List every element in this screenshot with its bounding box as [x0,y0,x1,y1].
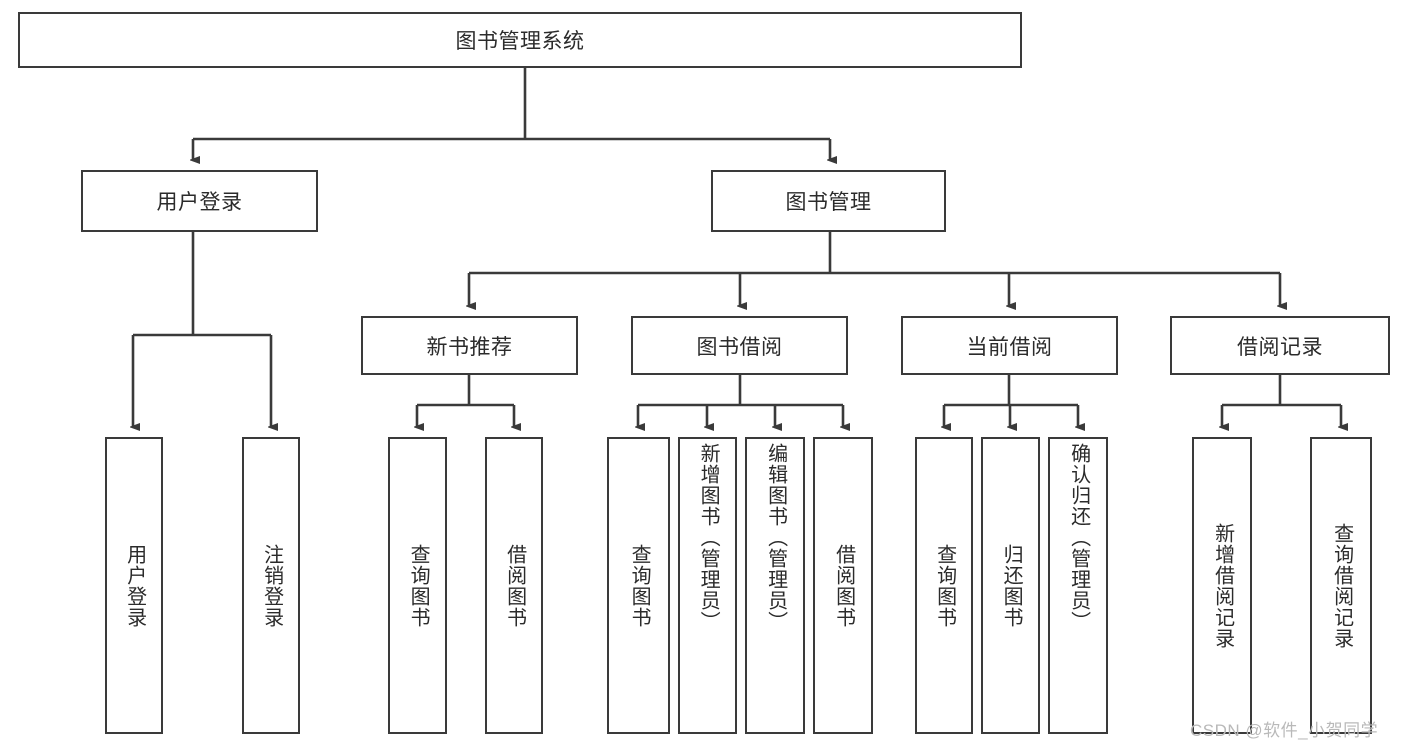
node-leaf-确认归还（管理员）[interactable]: 确认归还（管理员） [1048,437,1108,734]
node-label: 新增借阅记录 [1211,522,1234,649]
node-leaf-查询图书[interactable]: 查询图书 [607,437,670,734]
node-leaf-新增图书（管理员）[interactable]: 新增图书（管理员） [678,437,737,734]
node-label: 查询图书 [628,543,651,628]
csdn-watermark: CSDN @软件_小贺同学 [1190,721,1379,740]
node-label: 编辑图书（管理员） [764,443,787,632]
node-leaf-查询图书[interactable]: 查询图书 [388,437,447,734]
node-leaf-新增借阅记录[interactable]: 新增借阅记录 [1192,437,1252,734]
node-leaf-编辑图书（管理员）[interactable]: 编辑图书（管理员） [745,437,805,734]
node-label: 用户登录 [156,191,243,214]
node-root-label: 图书管理系统 [455,30,585,53]
node-leaf-借阅图书[interactable]: 借阅图书 [485,437,543,734]
node-label: 新增图书（管理员） [697,443,720,632]
node-label: 借阅图书 [503,543,526,628]
node-label: 归还图书 [1000,543,1023,628]
node-label: 新书推荐 [426,335,513,359]
node-label: 借阅图书 [832,543,855,628]
node-root[interactable]: 图书管理系统 [18,12,1022,68]
node-label: 借阅记录 [1237,335,1323,359]
node-label: 查询借阅记录 [1330,522,1353,649]
node-leaf-查询借阅记录[interactable]: 查询借阅记录 [1310,437,1372,734]
node-label: 查询图书 [933,543,956,628]
node-label: 当前借阅 [966,335,1053,359]
node-label: 用户登录 [123,543,146,628]
node-label: 查询图书 [407,543,430,628]
node-leaf-借阅图书[interactable]: 借阅图书 [813,437,873,734]
node-level3-借阅记录[interactable]: 借阅记录 [1170,316,1390,375]
node-leaf-注销登录[interactable]: 注销登录 [242,437,300,734]
node-leaf-归还图书[interactable]: 归还图书 [981,437,1040,734]
node-leaf-用户登录[interactable]: 用户登录 [105,437,163,734]
node-level3-当前借阅[interactable]: 当前借阅 [901,316,1118,375]
node-level3-新书推荐[interactable]: 新书推荐 [361,316,578,375]
node-label: 确认归还（管理员） [1067,443,1090,632]
node-label: 图书管理 [785,191,872,214]
node-leaf-查询图书[interactable]: 查询图书 [915,437,973,734]
node-level2-图书管理[interactable]: 图书管理 [711,170,946,232]
node-level3-图书借阅[interactable]: 图书借阅 [631,316,848,375]
node-level2-用户登录[interactable]: 用户登录 [81,170,318,232]
node-label: 注销登录 [260,543,283,628]
node-label: 图书借阅 [696,335,783,359]
